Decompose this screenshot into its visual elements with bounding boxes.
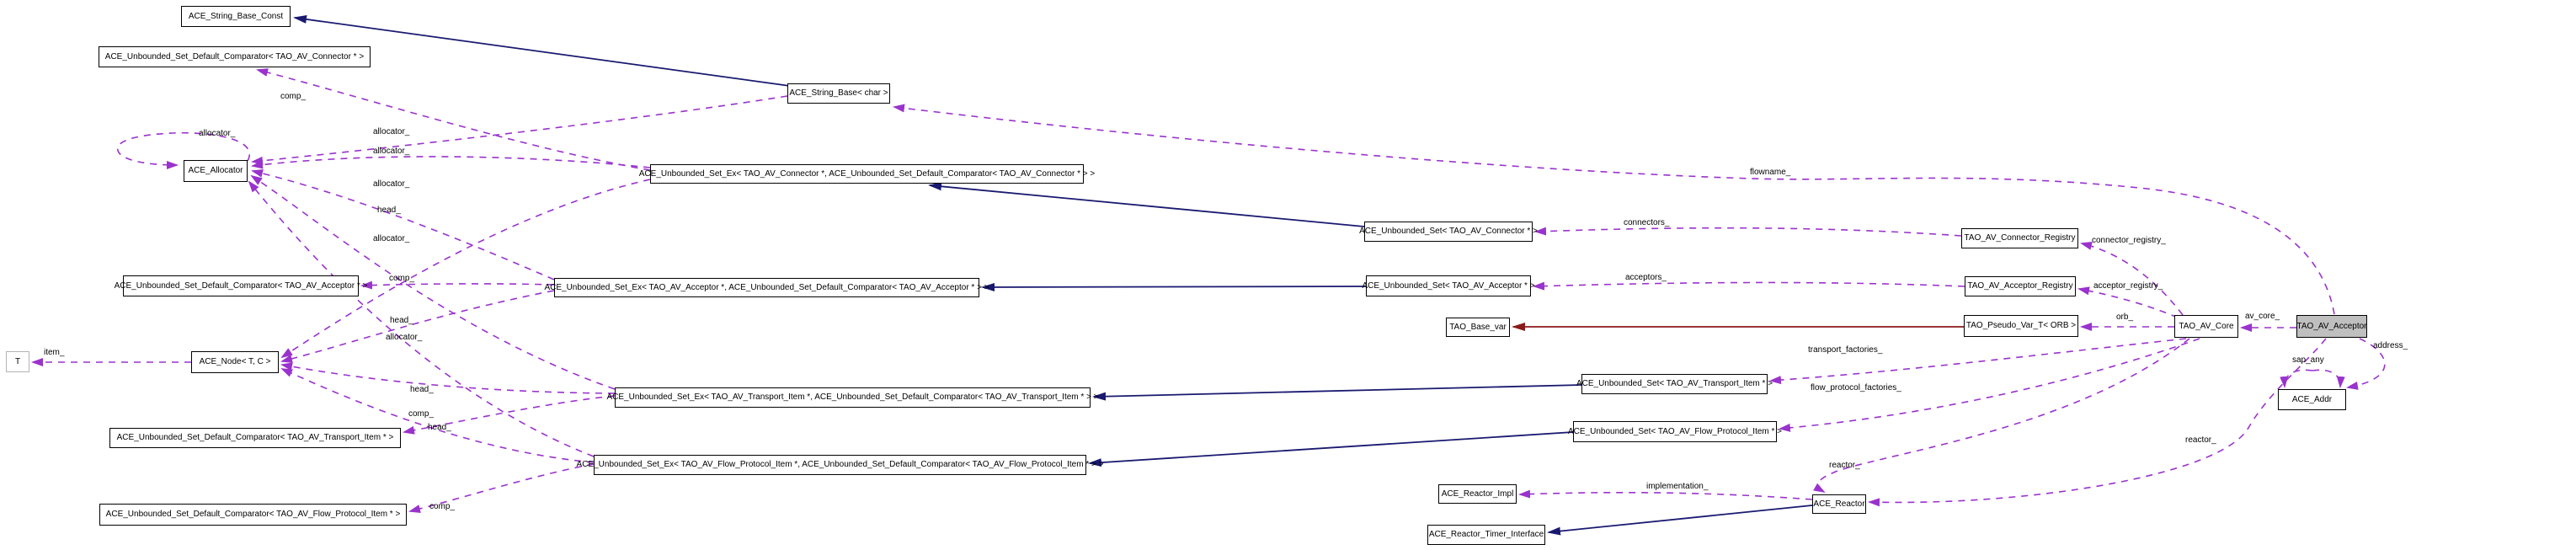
edge-flowname xyxy=(893,104,2335,315)
edge-inherit-set-transport xyxy=(1092,384,1582,401)
edge-label-reactor-1: reactor_ xyxy=(2185,435,2216,445)
edge-allocator-from-string-base xyxy=(251,95,788,165)
node-set-tao-av-acceptor[interactable]: ACE_Unbounded_Set< TAO_AV_Acceptor * > xyxy=(1362,275,1535,296)
edge-flow-protocol-factories xyxy=(1779,338,2200,432)
edge-connectors xyxy=(1534,227,1962,237)
node-ace-string-base-const[interactable]: ACE_String_Base_Const xyxy=(181,6,291,27)
node-tao-base-var[interactable]: TAO_Base_var xyxy=(1446,318,1510,337)
edge-sap-any-left xyxy=(2280,369,2313,388)
edge-inherit-set-flow xyxy=(1088,431,1574,467)
node-set-ex-tao-av-transport-item[interactable]: ACE_Unbounded_Set_Ex< TAO_AV_Transport_I… xyxy=(606,387,1099,408)
edge-label-allocator-5: allocator_ xyxy=(386,333,423,342)
edge-label-head-transport: head_ xyxy=(410,385,434,394)
edge-transport-factories xyxy=(1769,338,2187,385)
edge-inherit-reactor-timer xyxy=(1547,505,1813,536)
edge-inherit-set-acceptor xyxy=(981,282,1367,291)
node-ace-reactor[interactable]: ACE_Reactor xyxy=(1812,494,1866,514)
edge-label-allocator-4: allocator_ xyxy=(373,234,410,243)
edge-allocator-self-loop xyxy=(116,131,250,169)
node-comparator-tao-av-flow-protocol-item[interactable]: ACE_Unbounded_Set_Default_Comparator< TA… xyxy=(99,504,407,526)
edge-label-comp-transport: comp_ xyxy=(408,409,435,419)
node-tao-av-acceptor: TAO_AV_Acceptor xyxy=(2296,315,2367,338)
node-comparator-tao-av-transport-item[interactable]: ACE_Unbounded_Set_Default_Comparator< TA… xyxy=(109,428,401,448)
edge-label-av-core: av_core_ xyxy=(2245,312,2280,321)
edge-comp-acceptor xyxy=(360,280,555,290)
edge-label-head-flow: head_ xyxy=(428,423,451,432)
edge-inherit-set-connector xyxy=(928,182,1365,227)
edge-label-allocator-3: allocator_ xyxy=(373,179,410,189)
edge-connector-registry xyxy=(2080,242,2184,316)
node-comparator-tao-av-acceptor[interactable]: ACE_Unbounded_Set_Default_Comparator< TA… xyxy=(115,275,367,296)
edge-reactor-from-acceptor xyxy=(1868,338,2327,507)
node-set-tao-av-flow-protocol-item[interactable]: ACE_Unbounded_Set< TAO_AV_Flow_Protocol_… xyxy=(1568,421,1782,442)
edge-sap-any-right xyxy=(2312,369,2345,388)
edge-comp-connector xyxy=(256,68,651,171)
node-ace-reactor-impl[interactable]: ACE_Reactor_Impl xyxy=(1438,484,1517,504)
edge-head-from-set-ex-flow xyxy=(280,368,595,463)
edge-label-address: address_ xyxy=(2373,341,2408,350)
edge-label-comp-acceptor: comp_ xyxy=(389,274,415,283)
edge-acceptors xyxy=(1533,281,1965,291)
edge-head-from-set-ex-acceptor xyxy=(280,290,555,363)
node-tao-av-acceptor-registry[interactable]: TAO_AV_Acceptor_Registry xyxy=(1965,276,2076,296)
edge-label-flowname: flowname_ xyxy=(1750,168,1791,177)
edge-label-implementation: implementation_ xyxy=(1646,482,1709,491)
edge-label-item: item_ xyxy=(44,348,65,357)
edge-inherit-string-base-const xyxy=(293,14,791,87)
edge-label-connectors: connectors_ xyxy=(1624,218,1670,227)
edge-label-allocator-2: allocator_ xyxy=(373,147,410,156)
edge-allocator-from-set-ex-flow xyxy=(248,180,595,457)
edge-label-head-acceptor: head_ xyxy=(390,316,413,325)
edge-head-from-set-ex-connector xyxy=(280,179,651,359)
node-set-tao-av-connector[interactable]: ACE_Unbounded_Set< TAO_AV_Connector * > xyxy=(1359,222,1538,242)
edge-label-head-connector: head_ xyxy=(377,206,401,215)
node-tao-av-core[interactable]: TAO_AV_Core xyxy=(2174,315,2238,338)
edge-label-acceptors: acceptors_ xyxy=(1625,273,1667,282)
edge-label-connector-registry: connector_registry_ xyxy=(2092,236,2166,245)
node-set-tao-av-transport-item[interactable]: ACE_Unbounded_Set< TAO_AV_Transport_Item… xyxy=(1576,374,1773,394)
node-comparator-tao-av-connector[interactable]: ACE_Unbounded_Set_Default_Comparator< TA… xyxy=(99,46,371,67)
edge-label-orb: orb_ xyxy=(2116,312,2134,322)
node-tao-av-connector-registry[interactable]: TAO_AV_Connector_Registry xyxy=(1961,228,2078,248)
edge-label-allocator-self: allocator_ xyxy=(199,129,236,138)
edge-comp-transport xyxy=(403,395,616,435)
edge-implementation xyxy=(1518,489,1813,500)
edge-label-comp-flow: comp_ xyxy=(429,502,456,511)
edge-acceptor-registry xyxy=(2077,286,2179,318)
node-ace-string-base-char[interactable]: ACE_String_Base< char > xyxy=(787,83,890,104)
edge-allocator-from-set-ex-connector xyxy=(251,156,651,169)
edge-comp-flow xyxy=(408,463,595,513)
node-template-param-t: T xyxy=(6,351,29,372)
edge-label-reactor-2: reactor_ xyxy=(1829,461,1860,470)
edge-label-sap-any: sap_any xyxy=(2292,355,2324,365)
edge-head-from-set-ex-transport xyxy=(280,362,616,394)
node-set-ex-tao-av-connector[interactable]: ACE_Unbounded_Set_Ex< TAO_AV_Connector *… xyxy=(639,164,1095,184)
edge-label-transport-factories: transport_factories_ xyxy=(1808,345,1883,355)
node-set-ex-tao-av-flow-protocol-item[interactable]: ACE_Unbounded_Set_Ex< TAO_AV_Flow_Protoc… xyxy=(577,455,1103,475)
node-tao-pseudo-var-t-orb[interactable]: TAO_Pseudo_Var_T< ORB > xyxy=(1964,315,2078,337)
node-ace-reactor-timer-interface[interactable]: ACE_Reactor_Timer_Interface xyxy=(1427,525,1545,545)
node-set-ex-tao-av-acceptor[interactable]: ACE_Unbounded_Set_Ex< TAO_AV_Acceptor *,… xyxy=(544,278,989,297)
node-ace-node[interactable]: ACE_Node< T, C > xyxy=(191,351,279,373)
edge-label-flow-protocol-factories: flow_protocol_factories_ xyxy=(1811,383,1901,392)
node-ace-addr[interactable]: ACE_Addr xyxy=(2278,389,2346,410)
edge-label-acceptor-registry: acceptor_registry_ xyxy=(2093,281,2163,291)
edge-label-allocator-1: allocator_ xyxy=(373,127,410,136)
edge-reactor-from-core xyxy=(1813,338,2190,493)
edge-address xyxy=(2346,338,2386,390)
node-ace-allocator[interactable]: ACE_Allocator xyxy=(184,160,248,182)
edge-label-comp-connector: comp_ xyxy=(280,92,307,101)
edge-allocator-from-set-ex-transport xyxy=(250,174,616,390)
